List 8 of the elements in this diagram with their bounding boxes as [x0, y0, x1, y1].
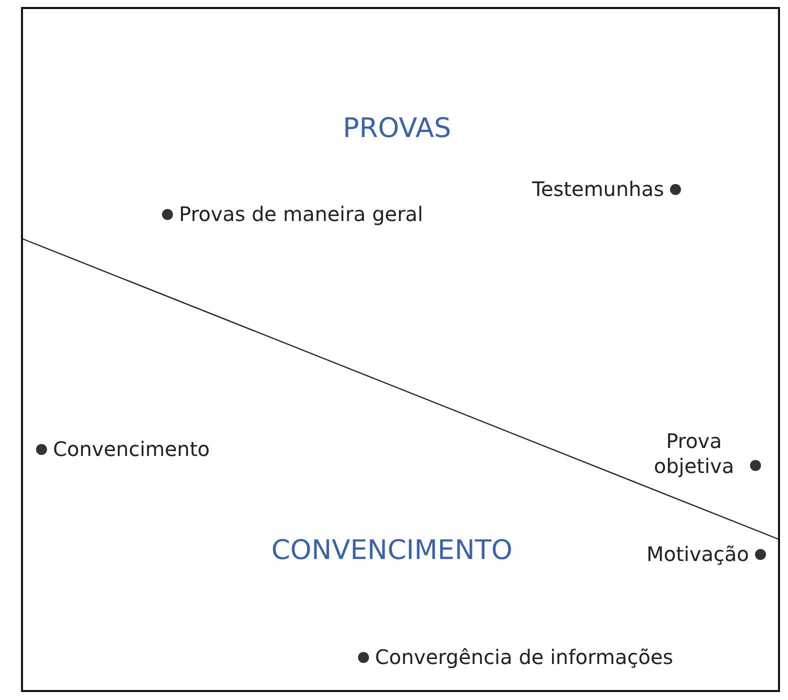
point-label: Testemunhas	[532, 177, 664, 202]
point-label: Prova objetiva	[652, 429, 736, 479]
point-label: Convergência de informações	[375, 645, 674, 670]
region-heading: CONVENCIMENTO	[271, 535, 513, 566]
region-heading: PROVAS	[342, 113, 452, 144]
point-label: Convencimento	[53, 437, 210, 462]
point-label: Motivação	[646, 542, 749, 567]
point-label: Provas de maneira geral	[179, 202, 424, 227]
